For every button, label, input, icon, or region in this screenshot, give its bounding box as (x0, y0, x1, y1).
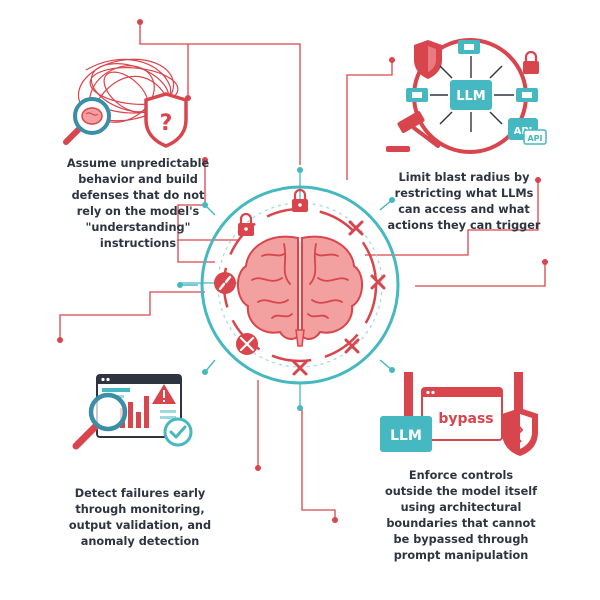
api-label-secondary: API (527, 134, 542, 143)
caption-line: through monitoring, (75, 503, 205, 516)
caption-line: behavior and build (78, 173, 198, 186)
caption-line: be bypassed through (393, 533, 529, 546)
bottom-right-illustration: bypass LLM (380, 372, 538, 456)
llm-hub-label: LLM (456, 89, 486, 104)
caption-line: prompt manipulation (393, 549, 529, 562)
llm-hub-icon: LLM (450, 80, 492, 110)
bypass-label: bypass (438, 411, 493, 427)
caption-line: actions they can trigger (387, 219, 541, 232)
caption-top-left: Assume unpredictable behavior and build … (38, 156, 238, 252)
llm-box-label: LLM (390, 428, 422, 444)
gavel-icon (386, 111, 440, 152)
connector-lines (57, 19, 548, 523)
api-icon: API API (508, 118, 547, 145)
caption-line: rely on the model's (76, 205, 200, 218)
x-mark-icon (348, 220, 364, 236)
broken-link-icon (214, 272, 236, 294)
shield-question-icon: ? (144, 92, 188, 148)
caption-line: "understanding" (85, 221, 191, 234)
caption-line: instructions (99, 237, 177, 250)
x-mark-icon (344, 338, 360, 354)
caption-bottom-left: Detect failures early through monitoring… (40, 486, 240, 550)
central-hub (177, 167, 400, 411)
app-box-right-icon (516, 88, 538, 102)
magnifier-icon (72, 392, 128, 450)
caption-bottom-right: Enforce controls outside the model itsel… (361, 468, 561, 564)
x-mark-icon (292, 360, 308, 376)
svg-text:?: ? (160, 111, 173, 136)
caption-line: Detect failures early (74, 487, 206, 500)
caption-line: output validation, and (68, 519, 212, 532)
caption-line: Assume unpredictable (66, 157, 210, 170)
lock-icon (292, 188, 308, 212)
api-label-primary: API (514, 126, 533, 137)
caption-line: defenses that do not (71, 189, 205, 202)
caption-line: boundaries that cannot (386, 517, 536, 530)
llm-box-icon: LLM (380, 416, 432, 452)
warning-icon (152, 384, 176, 404)
bottom-left-illustration (72, 374, 193, 450)
caption-line: restricting what LLMs (394, 187, 534, 200)
browser-window-icon: bypass (421, 387, 503, 441)
app-box-top-icon (458, 40, 480, 54)
caption-top-right: Limit blast radius by restricting what L… (364, 170, 564, 234)
x-mark-icon (370, 274, 386, 290)
app-box-left-icon (406, 88, 428, 102)
caption-line: using architectural (400, 501, 522, 514)
caption-line: outside the model itself (384, 485, 538, 498)
lock-icon (523, 50, 539, 74)
brain-icon (237, 235, 363, 347)
top-right-illustration: LLM API API (386, 38, 547, 154)
shield-icon (414, 40, 442, 79)
magnifier-brain-icon (63, 97, 111, 145)
caption-line: Limit blast radius by (398, 171, 530, 184)
top-left-illustration: ? (63, 58, 188, 148)
caption-line: Enforce controls (408, 469, 514, 482)
caption-line: anomaly detection (80, 535, 200, 548)
shield-icon (502, 408, 538, 456)
checkmark-icon (163, 417, 193, 447)
lock-icon (238, 212, 254, 236)
caption-line: can access and what (398, 203, 530, 216)
no-tool-icon (236, 333, 258, 355)
